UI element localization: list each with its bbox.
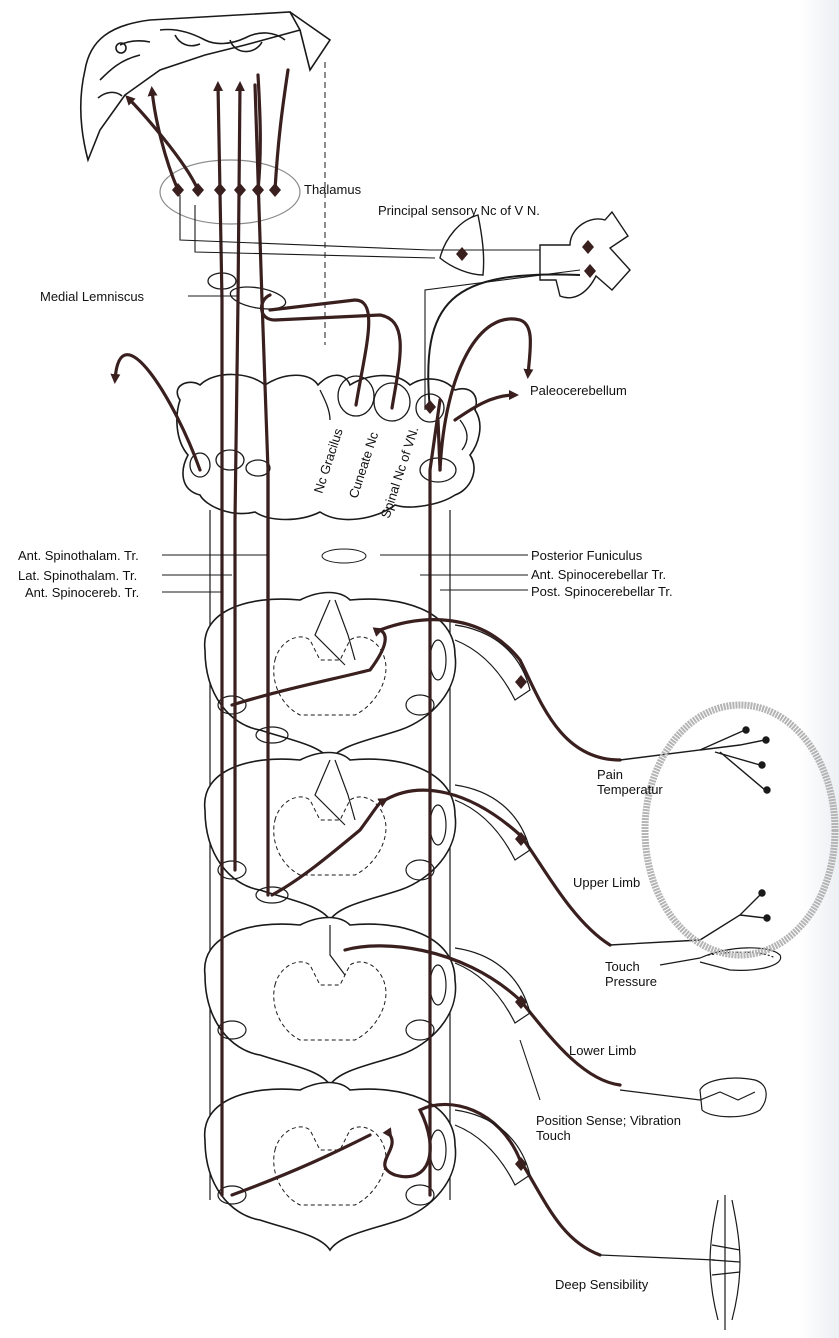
label-pressure: Pressure [605, 974, 657, 989]
meissner-corpuscle [620, 1078, 766, 1117]
highlight-ring [645, 705, 835, 955]
label-position-sense: Position Sense; Vibration [536, 1113, 681, 1128]
label-medial-lemniscus: Medial Lemniscus [40, 289, 144, 304]
label-paleocerebellum: Paleocerebellum [530, 383, 627, 398]
spinal-segment-3 [205, 918, 456, 1086]
label-upper-limb: Upper Limb [573, 875, 640, 890]
principal-sensory-nucleus [440, 215, 484, 275]
label-lower-limb: Lower Limb [569, 1043, 636, 1058]
label-principal-sensory: Principal sensory Nc of V N. [378, 203, 540, 218]
cortex-gyrus [81, 12, 330, 160]
label-lat-spinothalam: Lat. Spinothalam. Tr. [18, 568, 137, 583]
spinal-segment-2 [205, 753, 456, 921]
label-ant-spinocereb: Ant. Spinocereb. Tr. [25, 585, 139, 600]
medial-lemniscus-loops [208, 273, 287, 313]
label-deep-sensibility: Deep Sensibility [555, 1277, 648, 1292]
label-ant-spinocerebellar: Ant. Spinocerebellar Tr. [531, 567, 666, 582]
label-touch: Touch [605, 959, 640, 974]
spinal-segment-1 [205, 593, 456, 761]
free-nerve-endings [610, 727, 770, 945]
spinal-segment-4 [205, 1083, 456, 1251]
trigeminal-ganglion [540, 212, 630, 298]
label-temperature: Temperatur [597, 782, 663, 797]
label-touch-2: Touch [536, 1128, 571, 1143]
dorsal-root-ganglia [455, 625, 530, 1185]
muscle-spindle [600, 1195, 740, 1330]
label-ant-spinothalam: Ant. Spinothalam. Tr. [18, 548, 139, 563]
label-posterior-funiculus: Posterior Funiculus [531, 548, 642, 563]
label-pain: Pain [597, 767, 623, 782]
label-thalamus: Thalamus [304, 182, 361, 197]
label-post-spinocerebellar: Post. Spinocerebellar Tr. [531, 584, 673, 599]
